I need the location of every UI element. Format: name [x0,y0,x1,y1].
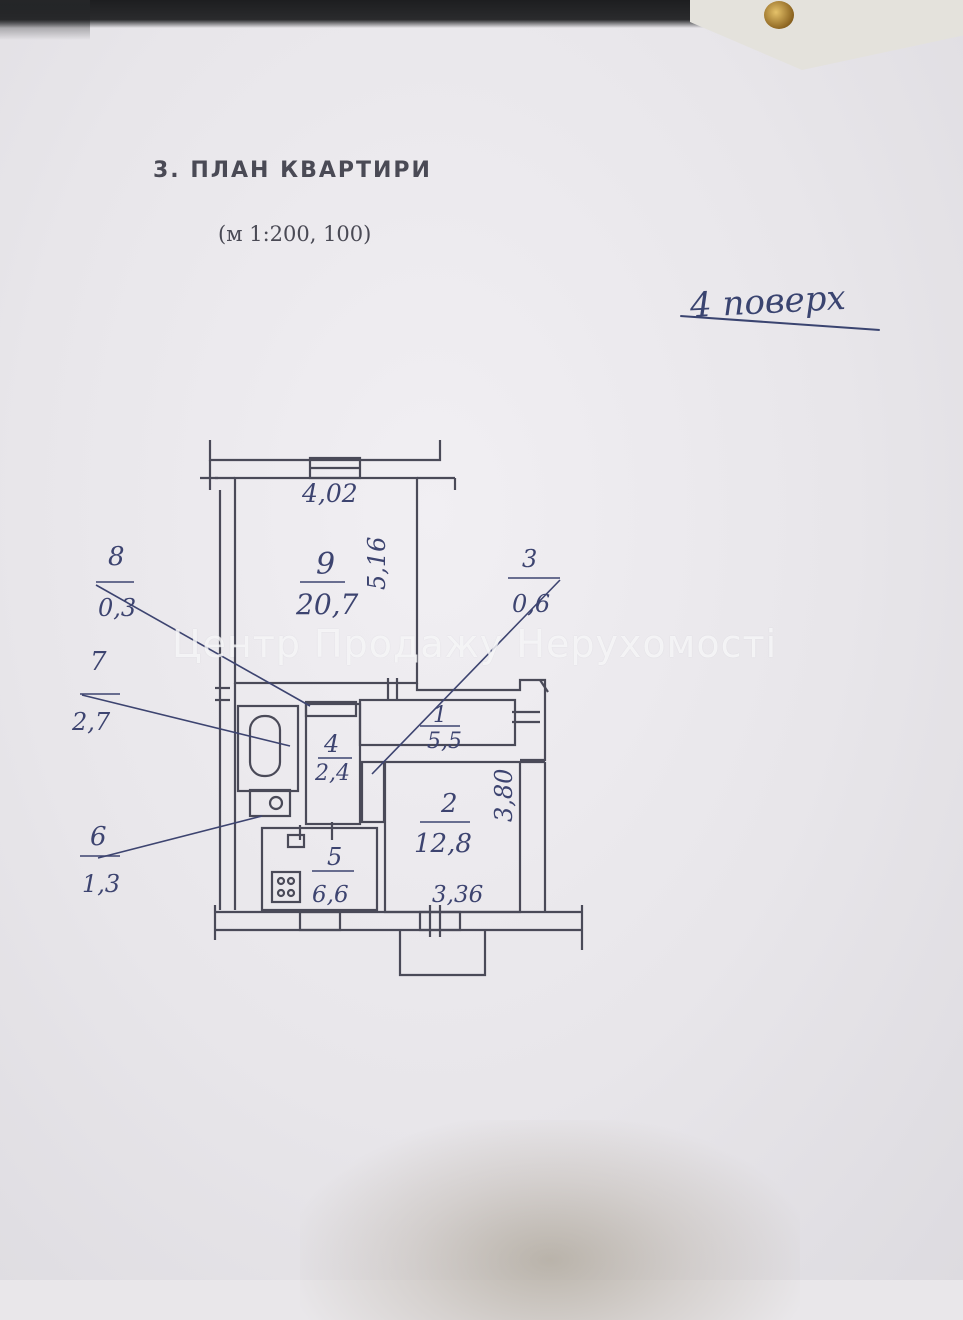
room-3-outline [360,760,386,824]
room-3-number: 3 [522,545,537,573]
room-7-outline [236,704,300,793]
document-page [0,0,963,1280]
room-2-area: 12,8 [414,829,472,859]
room-9-width: 4,02 [301,479,358,508]
floor-plan: 9 20,7 4,02 5,16 1 5,5 2 12,8 3,80 3,36 … [71,440,584,977]
room-6-area: 1,3 [82,870,120,898]
room-5-outline [260,826,379,912]
room-9-length: 5,16 [363,537,391,590]
hand-shadow [300,1120,800,1320]
room-5-number: 5 [327,843,342,871]
room-labels: 9 20,7 4,02 5,16 1 5,5 2 12,8 3,80 3,36 … [71,479,550,908]
room-8-number: 8 [108,542,125,572]
leader-lines [80,577,561,859]
room-5-area: 6,6 [312,882,349,908]
room-2-length: 3,80 [490,769,518,822]
room-4-area: 2,4 [314,761,350,786]
leader-8 [95,584,311,707]
room-6-outline [248,788,292,818]
plan-walls [200,440,584,977]
room-3-area: 0,6 [512,590,550,618]
leader-6 [97,815,263,859]
room-8-area: 0,3 [98,594,136,622]
room-1-area: 5,5 [427,729,462,754]
leader-3 [371,579,561,775]
room-9-area: 20,7 [295,588,359,621]
top-wall [208,440,442,462]
room-4-number: 4 [323,730,339,758]
room-2-width: 3,36 [432,882,483,908]
scale-note: (м 1:200, 100) [218,222,372,246]
balcony [398,930,487,977]
watermark: Центр Продажу Нерухомості [172,622,778,666]
leader-7 [81,694,291,747]
room-2-number: 2 [440,789,458,819]
room-9-number: 9 [316,547,335,582]
room-7-number: 7 [90,647,107,677]
plan-title: 3. ПЛАН КВАРТИРИ [153,158,432,183]
background-corner [0,0,90,40]
room-8-outline [304,700,358,718]
room-7-area: 2,7 [71,708,111,736]
rivet-icon [764,1,794,29]
room-1-number: 1 [433,703,447,728]
room-6-number: 6 [90,822,107,852]
